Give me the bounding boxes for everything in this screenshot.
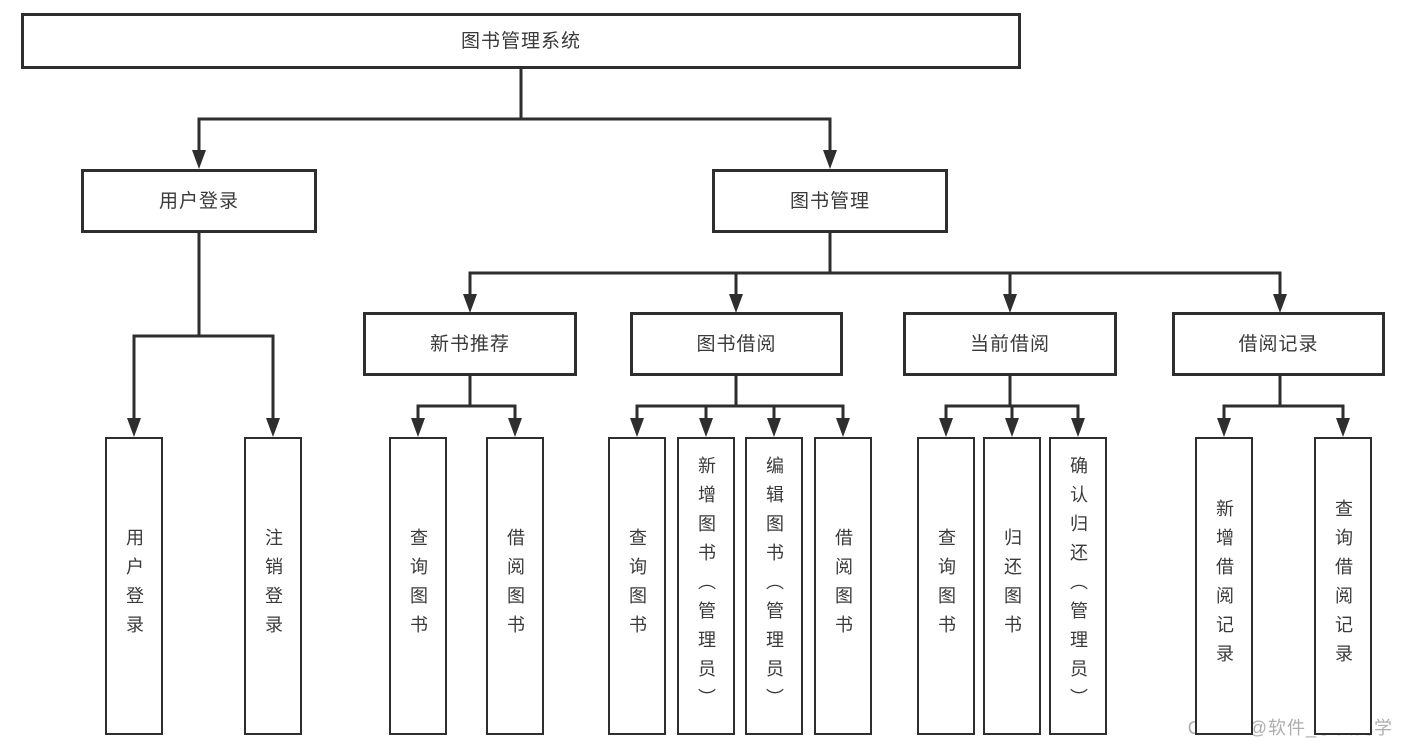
node-label: 借阅记录	[1238, 333, 1319, 355]
node-leaf-user-login: 用户登录	[105, 437, 163, 735]
node-cb-return-books: 归还图书	[983, 437, 1041, 735]
node-leaf-logout: 注销登录	[244, 437, 302, 735]
arrow-head-icon	[266, 418, 280, 437]
arrow-head-icon	[699, 418, 713, 437]
node-label: 用户登录	[124, 528, 144, 644]
node-label: 新书推荐	[429, 333, 510, 355]
node-br-add-borrow-record: 新增借阅记录	[1195, 437, 1253, 735]
node-book-management-module: 图书管理	[712, 169, 948, 233]
node-label: 用户登录	[158, 190, 239, 212]
arrow-head-icon	[411, 418, 425, 437]
node-label: 新增借阅记录	[1214, 499, 1234, 673]
node-label: 查询图书	[936, 528, 956, 644]
arrow-head-icon	[630, 418, 644, 437]
node-label: 新增图书（管理员）	[696, 455, 716, 717]
node-current-borrowing: 当前借阅	[903, 312, 1117, 376]
node-label: 编辑图书（管理员）	[764, 455, 784, 717]
node-label: 查询借阅记录	[1333, 499, 1353, 673]
arrow-head-icon	[192, 150, 206, 169]
node-borrowing-records: 借阅记录	[1172, 312, 1385, 376]
arrow-head-icon	[1336, 418, 1350, 437]
node-label: 借阅图书	[505, 528, 525, 644]
arrow-head-icon	[508, 418, 522, 437]
node-user-login-module: 用户登录	[81, 169, 317, 233]
arrow-head-icon	[1003, 294, 1017, 313]
node-bb-query-books: 查询图书	[608, 437, 666, 735]
arrow-head-icon	[1071, 418, 1085, 437]
arrow-head-icon	[767, 418, 781, 437]
node-label: 借阅图书	[833, 528, 853, 644]
node-new-book-recommend: 新书推荐	[363, 312, 577, 376]
node-bb-edit-books-admin: 编辑图书（管理员）	[745, 437, 803, 735]
arrow-head-icon	[1005, 418, 1019, 437]
node-cb-query-books: 查询图书	[917, 437, 975, 735]
arrow-head-icon	[836, 418, 850, 437]
node-label: 图书借阅	[696, 333, 777, 355]
node-label: 确认归还（管理员）	[1068, 455, 1088, 717]
arrow-head-icon	[1273, 294, 1287, 313]
node-book-borrowing: 图书借阅	[630, 312, 843, 376]
node-label: 当前借阅	[969, 333, 1050, 355]
node-bb-add-books-admin: 新增图书（管理员）	[677, 437, 735, 735]
node-label: 归还图书	[1002, 528, 1022, 644]
node-bb-borrow-books: 借阅图书	[814, 437, 872, 735]
arrow-head-icon	[463, 294, 477, 313]
node-label: 图书管理	[789, 190, 870, 212]
node-rec-borrow-books: 借阅图书	[486, 437, 544, 735]
arrow-head-icon	[729, 294, 743, 313]
node-label: 查询图书	[627, 528, 647, 644]
node-rec-query-books: 查询图书	[389, 437, 447, 735]
node-label: 图书管理系统	[460, 30, 581, 52]
node-system-root: 图书管理系统	[21, 13, 1021, 69]
node-cb-confirm-return-admin: 确认归还（管理员）	[1049, 437, 1107, 735]
node-br-query-borrow-record: 查询借阅记录	[1314, 437, 1372, 735]
arrow-head-icon	[127, 418, 141, 437]
arrow-head-icon	[939, 418, 953, 437]
node-label: 查询图书	[408, 528, 428, 644]
arrow-head-icon	[1217, 418, 1231, 437]
node-label: 注销登录	[263, 528, 283, 644]
arrow-head-icon	[823, 150, 837, 169]
